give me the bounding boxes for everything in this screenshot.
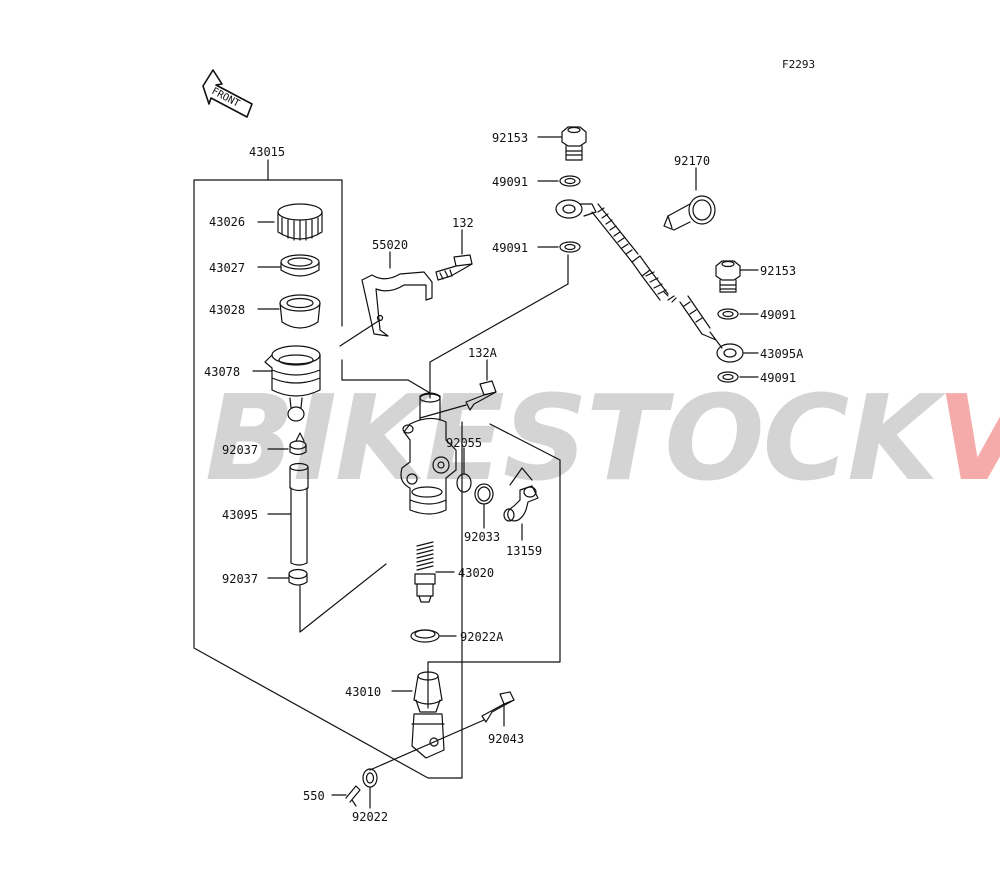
assembly-bracket-43015 xyxy=(193,159,561,779)
piston-spring-43020 xyxy=(414,541,455,603)
label-43026: 43026 xyxy=(209,215,246,229)
label-43095A: 43095A xyxy=(760,347,804,361)
banjo-bolt-92153-right xyxy=(715,260,759,293)
label-49091-d: 49091 xyxy=(760,371,797,385)
label-43095: 43095 xyxy=(222,508,259,522)
label-92033: 92033 xyxy=(464,530,501,544)
label-43020: 43020 xyxy=(458,566,495,580)
reservoir-43078 xyxy=(252,345,321,422)
elbow-fitting-13159 xyxy=(503,467,539,541)
label-550: 550 xyxy=(303,789,325,803)
label-92170: 92170 xyxy=(674,154,711,168)
reservoir-cap-43026 xyxy=(257,203,323,241)
label-55020: 55020 xyxy=(372,238,409,252)
label-92153-top: 92153 xyxy=(492,131,529,145)
hose-clamp-92037-top xyxy=(267,432,307,456)
figure-code: F2293 xyxy=(782,58,816,71)
banjo-bolt-92153-top xyxy=(537,126,587,161)
push-rod-43010 xyxy=(391,671,445,759)
label-43027: 43027 xyxy=(209,261,246,275)
label-43078: 43078 xyxy=(204,365,241,379)
label-92153-right: 92153 xyxy=(760,264,797,278)
bolt-132A xyxy=(419,359,497,419)
front-arrow-icon: FRONT xyxy=(202,69,253,118)
bolt-132 xyxy=(435,229,473,281)
plate-43027 xyxy=(257,254,320,277)
washer-49091-a xyxy=(537,175,581,187)
washer-92022 xyxy=(362,768,378,809)
hose-43095 xyxy=(267,462,309,566)
pin-92043 xyxy=(369,691,515,771)
circlip-92033 xyxy=(474,483,494,529)
label-43015: 43015 xyxy=(249,145,286,159)
label-132A: 132A xyxy=(468,346,497,360)
label-92043: 92043 xyxy=(488,732,525,746)
label-43010: 43010 xyxy=(345,685,382,699)
hose-clamp-92037-bottom xyxy=(267,563,387,633)
label-132: 132 xyxy=(452,216,474,230)
master-cylinder-body xyxy=(400,254,569,515)
washer-49091-d xyxy=(717,371,759,383)
label-49091-a: 49091 xyxy=(492,175,529,189)
hose-clamp-92170 xyxy=(663,167,716,231)
o-ring-92055 xyxy=(456,447,472,493)
label-43028: 43028 xyxy=(209,303,246,317)
bracket-55020 xyxy=(339,251,433,347)
label-92037-bottom: 92037 xyxy=(222,572,259,586)
label-92022: 92022 xyxy=(352,810,389,824)
label-49091-b: 49091 xyxy=(492,241,529,255)
label-92037-top: 92037 xyxy=(222,443,259,457)
brake-hose-43095A xyxy=(555,199,759,363)
label-13159: 13159 xyxy=(506,544,543,558)
circlip-92022A xyxy=(410,629,457,643)
washer-49091-b xyxy=(537,241,581,253)
label-92022A: 92022A xyxy=(460,630,504,644)
cotter-pin-550 xyxy=(331,785,361,807)
diaphragm-43028 xyxy=(257,294,321,329)
label-49091-c: 49091 xyxy=(760,308,797,322)
label-92055: 92055 xyxy=(446,436,483,450)
washer-49091-c xyxy=(717,308,759,320)
